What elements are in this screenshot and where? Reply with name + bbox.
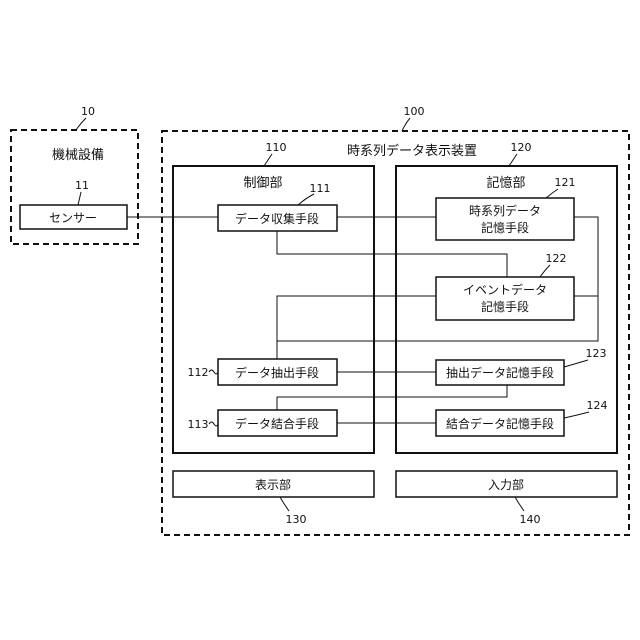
storage-unit: 120 記憶部 時系列データ 記憶手段 121 イベントデータ 記憶手段 122…	[396, 141, 617, 453]
combine-store-ref: 124	[587, 399, 608, 412]
data-extraction-label: データ抽出手段	[235, 365, 319, 380]
display-unit-label: 表示部	[255, 477, 291, 492]
data-combination-ref: 113	[188, 418, 209, 431]
control-ref: 110	[266, 141, 287, 154]
event-store-line1: イベントデータ	[463, 282, 547, 297]
display-unit: 表示部 130	[173, 471, 374, 526]
event-store-ref: 122	[546, 252, 567, 265]
ts-store-line2: 記憶手段	[481, 220, 529, 235]
data-combination-label: データ結合手段	[235, 416, 319, 431]
storage-title: 記憶部	[486, 175, 525, 191]
device-ref-leader	[402, 118, 410, 131]
data-extraction-ref: 112	[188, 366, 209, 379]
input-unit-ref-leader	[515, 497, 524, 511]
input-unit: 入力部 140	[396, 471, 617, 526]
display-unit-ref-leader	[280, 497, 289, 511]
sensor-label: センサー	[49, 211, 97, 225]
extract-store-ref-leader	[564, 360, 588, 367]
storage-ref: 120	[511, 141, 532, 154]
data-collection-ref-leader	[298, 194, 314, 205]
input-unit-ref: 140	[520, 513, 541, 526]
event-store-line2: 記憶手段	[481, 299, 529, 314]
data-extraction-ref-leader	[209, 370, 218, 374]
extract-store-label: 抽出データ記憶手段	[446, 365, 554, 380]
input-unit-label: 入力部	[488, 477, 524, 492]
ts-store-ref-leader	[546, 189, 558, 198]
data-combination-ref-leader	[209, 422, 218, 426]
event-store-ref-leader	[540, 265, 550, 277]
control-title: 制御部	[243, 176, 282, 191]
sensor-ref: 11	[75, 179, 89, 192]
machine-ref: 10	[81, 105, 95, 118]
machine-equipment: 10 機械設備 センサー 11	[11, 105, 138, 244]
display-unit-ref: 130	[286, 513, 307, 526]
sensor-ref-leader	[78, 192, 81, 205]
data-collection-label: データ収集手段	[235, 211, 319, 226]
storage-ref-leader	[509, 154, 517, 166]
machine-ref-leader	[76, 118, 86, 130]
extract-store-to-combination-line	[277, 385, 507, 410]
control-ref-leader	[264, 154, 272, 166]
device-title: 時系列データ表示装置	[347, 143, 477, 159]
combine-store-ref-leader	[564, 412, 589, 418]
device-ref: 100	[404, 105, 425, 118]
extract-store-ref: 123	[586, 347, 607, 360]
data-collection-ref: 111	[310, 182, 331, 195]
machine-title: 機械設備	[52, 147, 104, 163]
combine-store-label: 結合データ記憶手段	[446, 416, 554, 431]
ts-store-line1: 時系列データ	[469, 203, 541, 218]
ts-store-to-extraction-line	[574, 217, 598, 296]
event-store-to-extraction-line	[277, 296, 436, 359]
ts-store-ref: 121	[555, 176, 576, 189]
control-unit: 110 制御部 データ収集手段 111 データ抽出手段 112 データ結合手段 …	[173, 141, 374, 453]
